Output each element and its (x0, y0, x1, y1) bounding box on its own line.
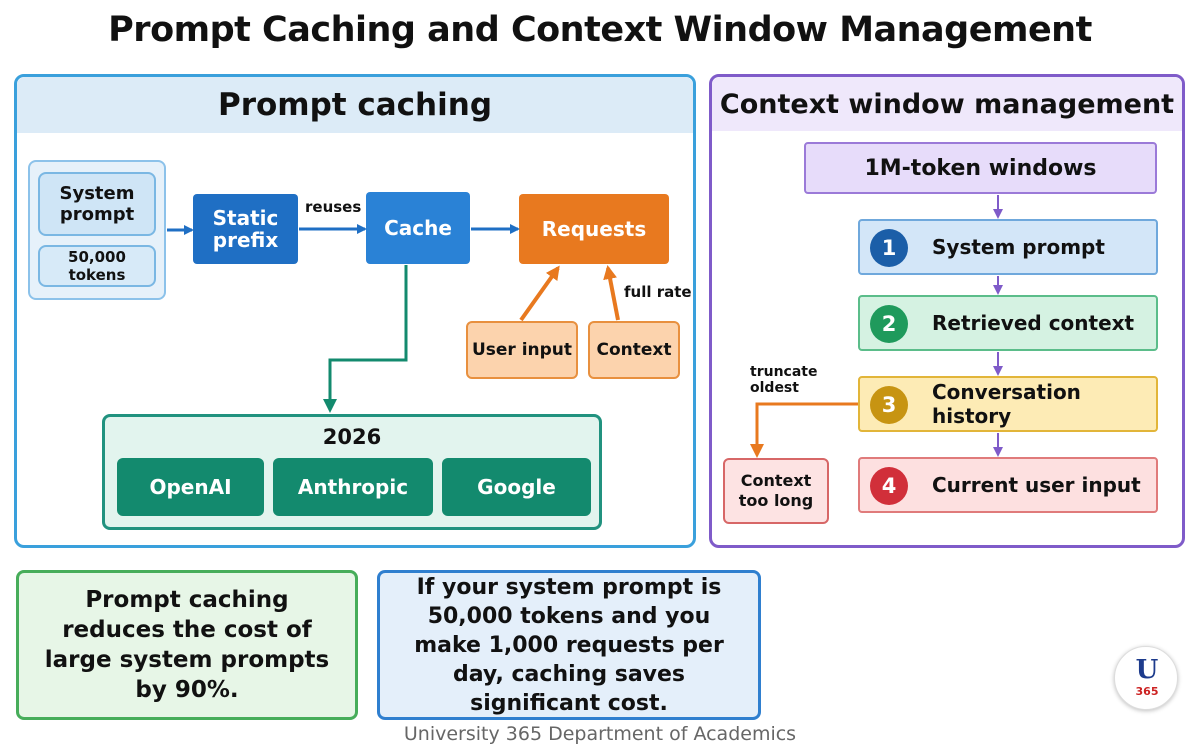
layer-retrieved-context: 2 Retrieved context (858, 295, 1158, 351)
system-prompt-box: System prompt (38, 172, 156, 236)
layer-label: Current user input (932, 473, 1141, 497)
footer-credit: University 365 Department of Academics (403, 723, 797, 745)
user-input-box: User input (466, 321, 578, 379)
tokens-box: 50,000 tokens (38, 245, 156, 287)
logo-number: 365 (1135, 685, 1159, 698)
context-box: Context (588, 321, 680, 379)
arrow-user-to-requests (519, 265, 560, 322)
static-prefix-box: Static prefix (193, 194, 298, 264)
year-label: 2026 (322, 425, 382, 449)
layer-number-badge: 3 (870, 386, 908, 424)
arrow-cache-to-providers (323, 265, 408, 413)
layer-label: Retrieved context (932, 311, 1135, 335)
requests-box: Requests (519, 194, 669, 264)
arrow-truncate (750, 402, 858, 458)
provider-anthropic: Anthropic (273, 458, 433, 516)
note-example: If your system prompt is 50,000 tokens a… (377, 570, 761, 720)
logo-letter: U (1135, 655, 1159, 685)
cache-box: Cache (366, 192, 470, 264)
layer-label: System prompt (932, 235, 1105, 259)
layer-number-badge: 2 (870, 305, 908, 343)
system-prompt-label: System prompt (59, 183, 135, 225)
reuses-label: reuses (305, 198, 362, 216)
static-prefix-label: Static prefix (212, 206, 279, 252)
layer-number-badge: 1 (870, 229, 908, 267)
layer-conversation-history: 3 Conversation history (858, 376, 1158, 432)
context-too-long-box: Context too long (723, 458, 829, 524)
full-rate-label: full rate (624, 283, 692, 301)
layer-label: Conversation history (932, 380, 1081, 428)
note-cost-reduction: Prompt caching reduces the cost of large… (16, 570, 358, 720)
prompt-caching-header: Prompt caching (17, 77, 693, 133)
provider-openai: OpenAI (117, 458, 264, 516)
arrow-context-to-requests (603, 265, 620, 321)
truncate-oldest-label: truncate oldest (750, 364, 818, 396)
layer-number-badge: 4 (870, 467, 908, 505)
layer-current-user-input: 4 Current user input (858, 457, 1158, 513)
context-too-long-label: Context too long (738, 471, 814, 510)
note-cost-reduction-text: Prompt caching reduces the cost of large… (44, 587, 330, 703)
provider-google: Google (442, 458, 591, 516)
note-example-text: If your system prompt is 50,000 tokens a… (414, 574, 724, 716)
layer-system-prompt: 1 System prompt (858, 219, 1158, 275)
university-logo: U 365 (1114, 646, 1178, 710)
page-title: Prompt Caching and Context Window Manage… (108, 10, 1092, 50)
token-window-box: 1M-token windows (804, 142, 1157, 194)
context-window-header: Context window management (712, 77, 1182, 131)
